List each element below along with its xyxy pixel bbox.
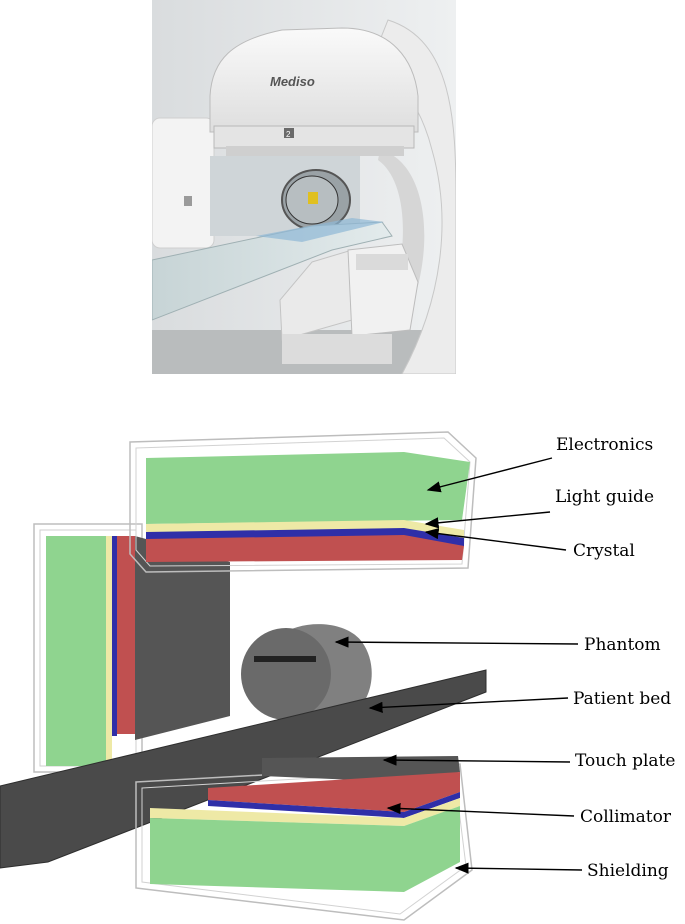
left-electronics-block <box>46 536 106 766</box>
left-touch-plate <box>135 536 230 740</box>
arrow-patient-bed <box>368 697 569 713</box>
head-number: 2 <box>286 130 291 139</box>
left-detector-head <box>33 523 230 773</box>
bottom-crystal-layer <box>208 792 460 818</box>
left-light-guide-layer <box>106 536 112 766</box>
phantom-insert <box>254 656 316 662</box>
label-electronics: Electronics <box>556 435 653 455</box>
bottom-detector-head <box>135 756 473 921</box>
arrow-phantom <box>334 636 579 648</box>
top-collimator-layer <box>146 535 464 562</box>
bottom-light-guide-layer <box>150 798 460 826</box>
label-light-guide: Light guide <box>555 487 654 507</box>
bottom-electronics-block <box>150 806 460 892</box>
arrow-crystal <box>424 528 567 551</box>
arrow-touch-plate <box>382 754 571 766</box>
label-shielding: Shielding <box>587 861 669 881</box>
label-touch-plate: Touch plate <box>575 751 675 771</box>
arrow-collimator <box>386 802 575 817</box>
label-phantom: Phantom <box>584 635 661 655</box>
top-electronics-block <box>146 452 470 524</box>
head-number-badge <box>284 128 294 138</box>
brand-text: Mediso <box>270 74 315 89</box>
arrow-light-guide <box>424 511 551 529</box>
geometry-diagram: Electronics Light guide Crystal Phantom … <box>0 431 675 921</box>
label-patient-bed: Patient bed <box>573 689 671 709</box>
arrow-shielding <box>454 862 583 874</box>
floor-mount <box>282 334 392 364</box>
gantry-side-panel <box>152 117 215 249</box>
phantom-label <box>308 192 318 204</box>
label-collimator: Collimator <box>580 807 672 827</box>
top-detector-head <box>129 431 477 573</box>
top-shielding-outline-inner <box>135 437 471 567</box>
phantom-3d <box>241 624 372 720</box>
top-shielding-outline <box>129 431 477 573</box>
bed-support <box>279 249 353 341</box>
left-collimator-layer <box>117 536 135 734</box>
lower-head-top <box>356 254 408 270</box>
gantry-inner <box>378 150 425 300</box>
upper-head-face <box>226 146 404 156</box>
side-panel-button <box>184 196 192 206</box>
bed-pad <box>256 218 384 242</box>
bottom-collimator-layer <box>208 772 460 812</box>
label-crystal: Crystal <box>573 541 635 561</box>
phantom-end-face <box>241 628 331 720</box>
upper-head-base <box>213 125 415 149</box>
patient-bed <box>0 669 487 869</box>
left-crystal-layer <box>112 536 117 736</box>
arrow-electronics <box>426 457 553 493</box>
upper-detector-head <box>209 27 419 133</box>
scanner-photo: Mediso 2 <box>152 0 456 374</box>
